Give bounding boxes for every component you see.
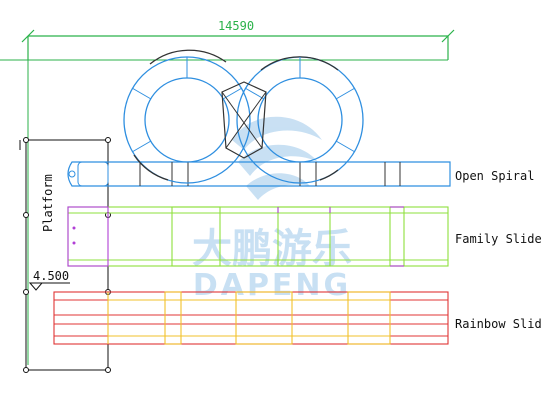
slide-label-rainbow: Rainbow Slide bbox=[455, 317, 542, 331]
watermark: 大鹏游乐 DAPENG bbox=[192, 116, 352, 303]
bird-logo-icon bbox=[232, 116, 322, 200]
slide-label-open-spiral: Open Spiral S bbox=[455, 169, 542, 183]
platform-nodes bbox=[23, 137, 111, 373]
platform-label: Platform bbox=[41, 174, 55, 232]
watermark-chinese: 大鹏游乐 bbox=[192, 226, 352, 272]
elevation-label: 4.500 bbox=[33, 269, 69, 283]
overall-dimension-value: 14590 bbox=[218, 19, 254, 33]
overall-dimension bbox=[21, 29, 455, 60]
watermark-latin: DAPENG bbox=[193, 268, 351, 303]
family-slide bbox=[67, 206, 449, 267]
elevation-marker bbox=[28, 282, 70, 291]
slide-label-family: Family Slide bbox=[455, 232, 542, 246]
open-spiral-slide bbox=[67, 49, 451, 187]
rainbow-slide bbox=[53, 291, 449, 345]
